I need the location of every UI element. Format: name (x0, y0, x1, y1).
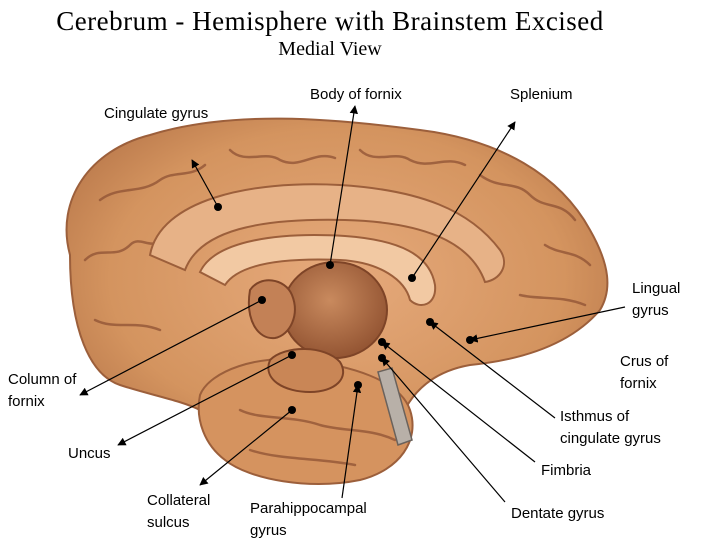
uncus-structure (267, 348, 345, 394)
label-dentate-gyrus: Dentate gyrus (511, 505, 605, 522)
thalamus (282, 261, 388, 359)
label-crus-of-fornix-line2: fornix (620, 375, 657, 392)
label-column-of-fornix-line2: fornix (8, 393, 45, 410)
label-uncus: Uncus (68, 445, 111, 462)
dot-body-fornix (326, 261, 334, 269)
dot-parahippocampal (354, 381, 362, 389)
label-crus-of-fornix-line1: Crus of (620, 353, 669, 370)
dot-splenium (408, 274, 416, 282)
label-parahippocampal-line1: Parahippocampal (250, 500, 367, 517)
label-collateral-sulcus-line2: sulcus (147, 514, 190, 531)
arrow-isthmus (429, 321, 556, 419)
label-parahippocampal-line2: gyrus (250, 522, 287, 539)
dot-dentate (378, 354, 386, 362)
corpus-callosum (198, 234, 437, 306)
dot-fimbria (378, 338, 386, 346)
arrow-parahippocampal (341, 384, 362, 499)
dot-lingual (466, 336, 474, 344)
page-subtitle: Medial View (278, 38, 382, 60)
arrow-cingulate (191, 159, 219, 208)
arrow-column-fornix (79, 299, 263, 396)
label-body-of-fornix: Body of fornix (310, 86, 402, 103)
arrow-dentate (381, 357, 506, 503)
dot-uncus (288, 351, 296, 359)
label-fimbria: Fimbria (541, 462, 592, 479)
label-cingulate-gyrus: Cingulate gyrus (104, 105, 209, 122)
label-column-of-fornix-line1: Column of (8, 371, 77, 388)
cingulate-gyrus-band (148, 183, 505, 284)
arrow-fimbria (381, 341, 536, 463)
arrow-uncus (117, 354, 293, 446)
dot-isthmus (426, 318, 434, 326)
arrow-lingual (469, 306, 626, 343)
arrow-splenium (411, 121, 516, 279)
dot-cingulate (214, 203, 222, 211)
dot-column-fornix (258, 296, 266, 304)
dot-collateral (288, 406, 296, 414)
label-isthmus-line1: Isthmus of (560, 408, 630, 425)
fornix-column-structure (247, 279, 296, 340)
label-lingual-gyrus-line2: gyrus (632, 302, 669, 319)
crus-stalk (377, 367, 413, 446)
label-collateral-sulcus-line1: Collateral (147, 492, 211, 509)
page-title: Cerebrum - Hemisphere with Brainstem Exc… (56, 6, 604, 36)
label-isthmus-line2: cingulate gyrus (560, 430, 661, 447)
arrow-collateral (199, 409, 293, 486)
arrow-body-fornix (329, 105, 358, 266)
label-splenium: Splenium (510, 86, 573, 103)
label-lingual-gyrus-line1: Lingual (632, 280, 681, 297)
